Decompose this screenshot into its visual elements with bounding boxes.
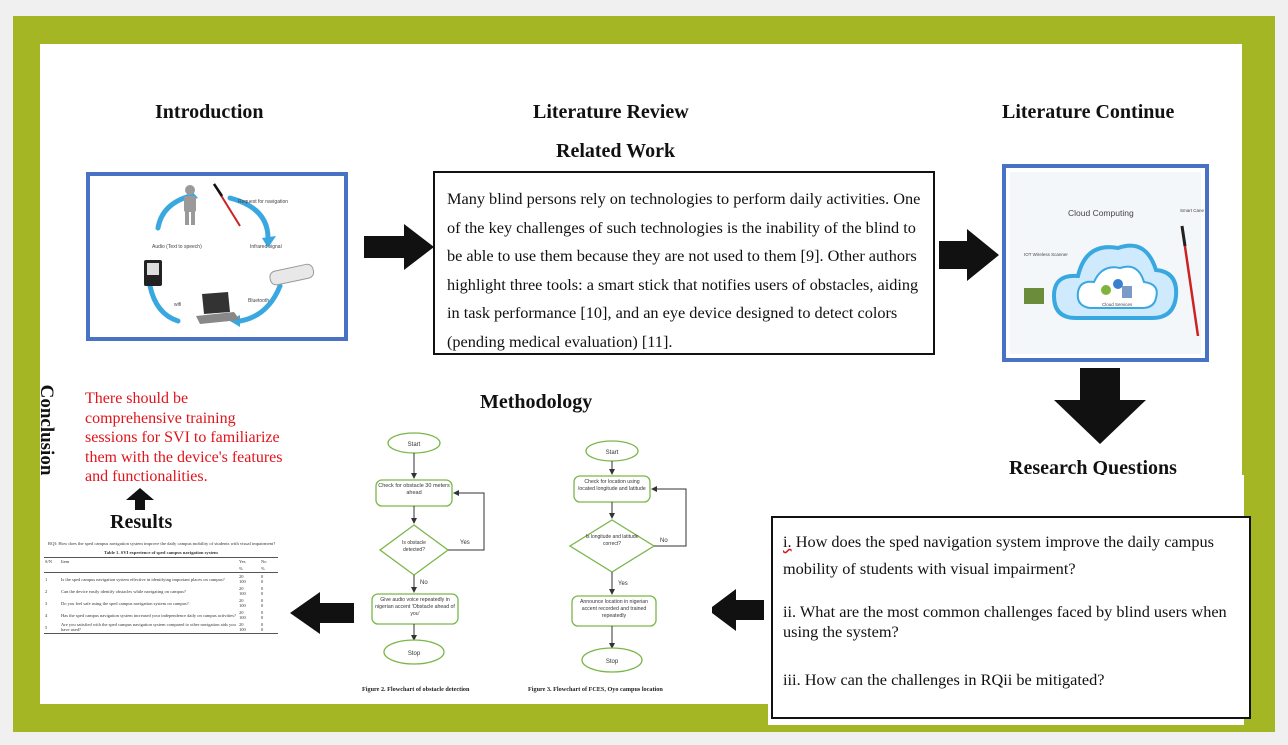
arrow-right-1 [364,224,434,270]
cycle-arrow-3 [237,283,283,324]
cloud-svg: Cloud Computing Cloud Services IOT Wirel… [1010,172,1205,354]
rq-item-3: iii. How can the challenges in RQii be m… [783,670,1239,690]
smart-cane-label: Smart Cane [1180,208,1205,213]
cloud-computing-diagram: Cloud Computing Cloud Services IOT Wirel… [1002,164,1209,362]
literature-continue-heading: Literature Continue [1002,101,1175,123]
fc2-yes: Yes [618,581,628,587]
fc1-stop [383,639,445,665]
rq-num-3: iii. [783,670,801,689]
rq-item-1: i. How does the sped navigation system i… [783,528,1239,582]
cloud-services-label: Cloud Services [1102,302,1133,307]
svg-text:Stop: Stop [408,651,421,657]
flowcharts-svg: Start Check for obstacle 30 meters ahead… [362,432,687,693]
methodology-heading: Methodology [480,391,593,413]
iot-label: IOT Wireless Scanner [1024,252,1068,257]
rq-text-3: How can the challenges in RQii be mitiga… [804,670,1105,689]
literature-review-heading: Literature Review [533,101,689,123]
cloud-services-icon [1101,279,1132,298]
arrow-left-2 [290,592,354,634]
fc2-stop [581,647,643,673]
rq-text-1: How does the sped navigation system impr… [783,532,1214,578]
intro-infrared-label: Infrared signal [250,244,282,250]
svg-text:Start: Start [606,450,619,456]
conclusion-heading-wrap: Conclusion [26,380,66,480]
fc1-no: No [420,580,428,586]
rq-num-1: i. [783,532,792,551]
svg-text:Stop: Stop [606,659,619,665]
arrow-left-1 [708,589,764,631]
literature-text: Many blind persons rely on technologies … [447,189,921,351]
results-table-image: RQI: How does the sped campus navigation… [40,537,282,697]
conclusion-text: There should be comprehensive training s… [85,390,283,485]
rq-num-2: ii. [783,602,797,621]
related-work-heading: Related Work [556,140,676,162]
rq-item-2: ii. What are the most common challenges … [783,602,1239,642]
svg-text:Start: Start [408,442,421,448]
arrow-up [126,488,154,510]
person-icon [184,185,196,225]
cycle-arrow-4 [147,283,181,324]
intro-audio-label: Audio (Text to speech) [152,244,202,250]
intro-request-label: Request for navigation [238,199,288,205]
fc1-yes: Yes [460,540,470,546]
arrowhead-2 [262,236,276,248]
conclusion-heading: Conclusion [36,384,57,476]
methodology-figures: Start Check for obstacle 30 meters ahead… [356,420,712,702]
intro-wifi-label: wifi [174,302,181,308]
fc1-caption: Figure 2. Flowchart of obstacle detectio… [362,686,470,693]
cloud-title: Cloud Computing [1068,208,1134,218]
infrared-device-icon [269,263,315,286]
intro-bluetooth-label: Bluetooth [248,298,269,304]
fc2-no: No [660,538,668,544]
iot-scanner-icon [1024,288,1044,304]
rq-text-2: What are the most common challenges face… [783,602,1227,641]
research-questions-box: i. How does the sped navigation system i… [771,516,1251,719]
fc1-action [371,593,459,625]
results-table-title: Table 1. SVI experience of sped campus n… [104,550,218,555]
results-header-row: S/N Item Yes No [44,557,278,566]
literature-review-box: Many blind persons rely on technologies … [433,171,935,355]
intro-cycle-svg: Request for navigation Infrared signal A… [144,183,315,327]
flowchart-location: Start Check for location using located l… [528,440,687,693]
flowchart-obstacle: Start Check for obstacle 30 meters ahead… [362,432,485,693]
laptop-icon [196,292,240,324]
introduction-heading: Introduction [155,101,264,123]
cycle-arrow-2 [227,195,271,241]
results-heading: Results [110,511,173,533]
results-question: RQI: How does the sped campus navigation… [48,541,276,546]
fc2-caption: Figure 3. Flowchart of FCES, Oyo campus … [528,686,663,693]
introduction-diagram: Request for navigation Infrared signal A… [86,172,348,341]
arrow-right-2 [939,229,999,281]
arrow-down [1054,368,1146,444]
research-questions-heading: Research Questions [1009,457,1177,479]
fc2-action [571,595,657,627]
